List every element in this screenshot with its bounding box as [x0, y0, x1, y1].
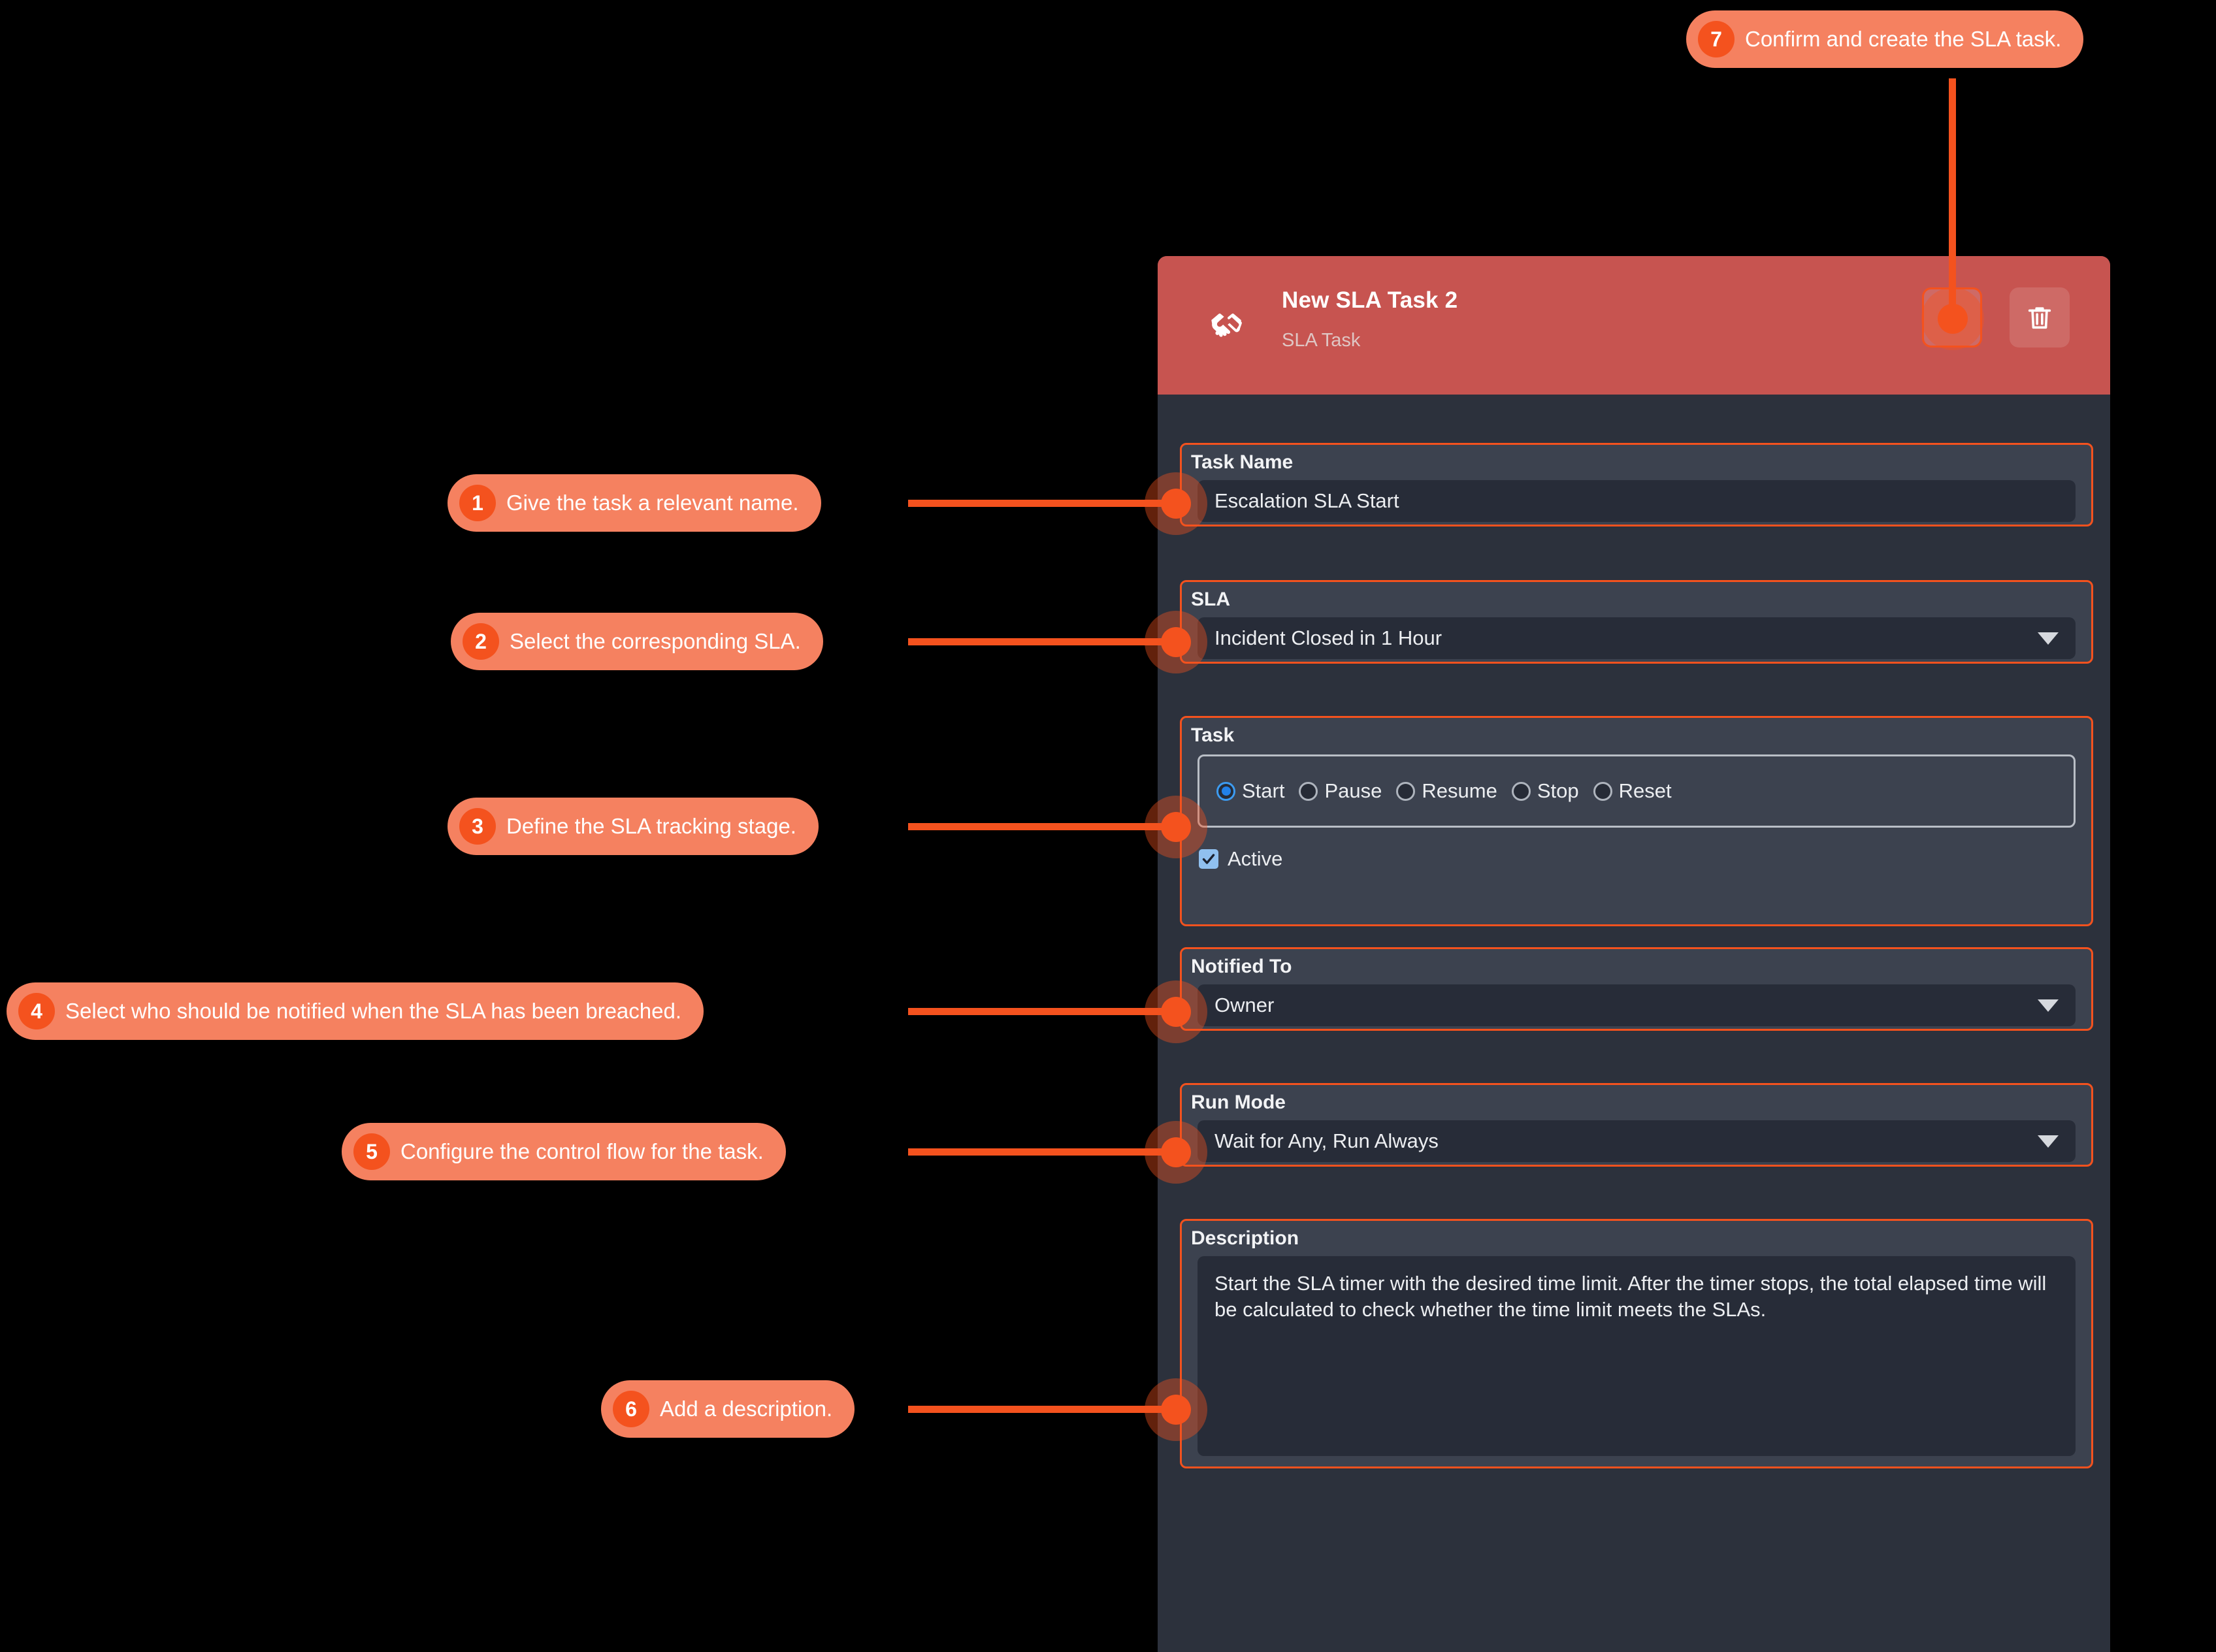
callout-3: 3 Define the SLA tracking stage.	[448, 798, 819, 855]
description-value: Start the SLA timer with the desired tim…	[1214, 1272, 2047, 1321]
callout-text-1: Give the task a relevant name.	[506, 491, 799, 515]
connector-dot-6	[1161, 1395, 1191, 1425]
task-name-value: Escalation SLA Start	[1214, 489, 1399, 512]
field-group-task-name: Task Name Escalation SLA Start	[1180, 443, 2093, 526]
callout-number-1: 1	[459, 485, 496, 521]
radio-dot-icon	[1216, 781, 1235, 801]
connector-line-3	[908, 823, 1182, 830]
task-name-input[interactable]: Escalation SLA Start	[1198, 480, 2076, 522]
notified-to-label: Notified To	[1191, 956, 1292, 977]
card-title: New SLA Task 2	[1282, 287, 1458, 313]
callout-number-3: 3	[459, 808, 496, 845]
sla-label: SLA	[1191, 589, 1230, 610]
task-radio-group: Start Pause Resume Stop Reset	[1198, 754, 2076, 828]
connector-line-1	[908, 500, 1182, 507]
connector-dot-2	[1161, 627, 1191, 657]
notified-to-value: Owner	[1214, 994, 1275, 1016]
callout-text-2: Select the corresponding SLA.	[510, 629, 801, 653]
chevron-down-icon	[2038, 999, 2059, 1012]
connector-line-4	[908, 1008, 1182, 1015]
active-checkbox-row[interactable]: Active	[1199, 847, 1282, 871]
connector-line-7	[1949, 78, 1956, 327]
connector-dot-7	[1938, 304, 1968, 334]
callout-text-7: Confirm and create the SLA task.	[1745, 27, 2062, 51]
radio-reset[interactable]: Reset	[1593, 779, 1672, 803]
callout-5: 5 Configure the control flow for the tas…	[342, 1123, 786, 1180]
description-label: Description	[1191, 1227, 1299, 1249]
connector-dot-4	[1161, 997, 1191, 1027]
connector-line-5	[908, 1148, 1182, 1156]
description-textarea[interactable]: Start the SLA timer with the desired tim…	[1198, 1256, 2076, 1456]
callout-number-5: 5	[353, 1133, 390, 1170]
callout-2: 2 Select the corresponding SLA.	[451, 613, 823, 670]
task-name-label: Task Name	[1191, 451, 1294, 473]
radio-resume[interactable]: Resume	[1396, 779, 1497, 803]
callout-6: 6 Add a description.	[601, 1380, 855, 1438]
handshake-icon	[1207, 306, 1245, 344]
active-label: Active	[1228, 847, 1283, 870]
checkbox-checked-icon	[1199, 849, 1218, 869]
run-mode-select[interactable]: Wait for Any, Run Always	[1198, 1120, 2076, 1162]
run-mode-value: Wait for Any, Run Always	[1214, 1129, 1439, 1152]
callout-number-2: 2	[463, 623, 499, 660]
task-label: Task	[1191, 724, 1235, 746]
field-group-task: Task Start Pause Resume Stop Reset Acti	[1180, 716, 2093, 926]
callout-7: 7 Confirm and create the SLA task.	[1686, 10, 2084, 68]
callout-4: 4 Select who should be notified when the…	[7, 982, 704, 1040]
radio-dot-icon	[1299, 781, 1318, 801]
field-group-sla: SLA Incident Closed in 1 Hour	[1180, 580, 2093, 664]
callout-number-4: 4	[18, 993, 55, 1029]
radio-start[interactable]: Start	[1216, 779, 1284, 803]
field-group-description: Description Start the SLA timer with the…	[1180, 1219, 2093, 1468]
notified-to-select[interactable]: Owner	[1198, 984, 2076, 1026]
chevron-down-icon	[2038, 1135, 2059, 1148]
callout-text-5: Configure the control flow for the task.	[400, 1139, 764, 1163]
connector-line-2	[908, 638, 1182, 645]
callout-number-7: 7	[1698, 21, 1735, 57]
sla-select[interactable]: Incident Closed in 1 Hour	[1198, 617, 2076, 659]
radio-stop[interactable]: Stop	[1511, 779, 1579, 803]
delete-button[interactable]	[2010, 287, 2070, 348]
sla-value: Incident Closed in 1 Hour	[1214, 626, 1442, 649]
radio-dot-icon	[1511, 781, 1531, 801]
card-subtitle: SLA Task	[1282, 330, 1361, 351]
radio-pause[interactable]: Pause	[1299, 779, 1382, 803]
radio-dot-icon	[1396, 781, 1416, 801]
callout-text-4: Select who should be notified when the S…	[65, 999, 682, 1023]
callout-1: 1 Give the task a relevant name.	[448, 474, 821, 532]
connector-dot-1	[1161, 489, 1191, 519]
radio-dot-icon	[1593, 781, 1612, 801]
callout-text-6: Add a description.	[660, 1397, 833, 1421]
field-group-run-mode: Run Mode Wait for Any, Run Always	[1180, 1083, 2093, 1167]
trash-icon	[2028, 307, 2051, 329]
connector-dot-3	[1161, 812, 1191, 842]
chevron-down-icon	[2038, 632, 2059, 645]
run-mode-label: Run Mode	[1191, 1092, 1286, 1113]
callout-text-3: Define the SLA tracking stage.	[506, 814, 796, 838]
connector-dot-5	[1161, 1137, 1191, 1167]
field-group-notified-to: Notified To Owner	[1180, 947, 2093, 1031]
connector-line-6	[908, 1406, 1182, 1413]
callout-number-6: 6	[613, 1391, 649, 1427]
